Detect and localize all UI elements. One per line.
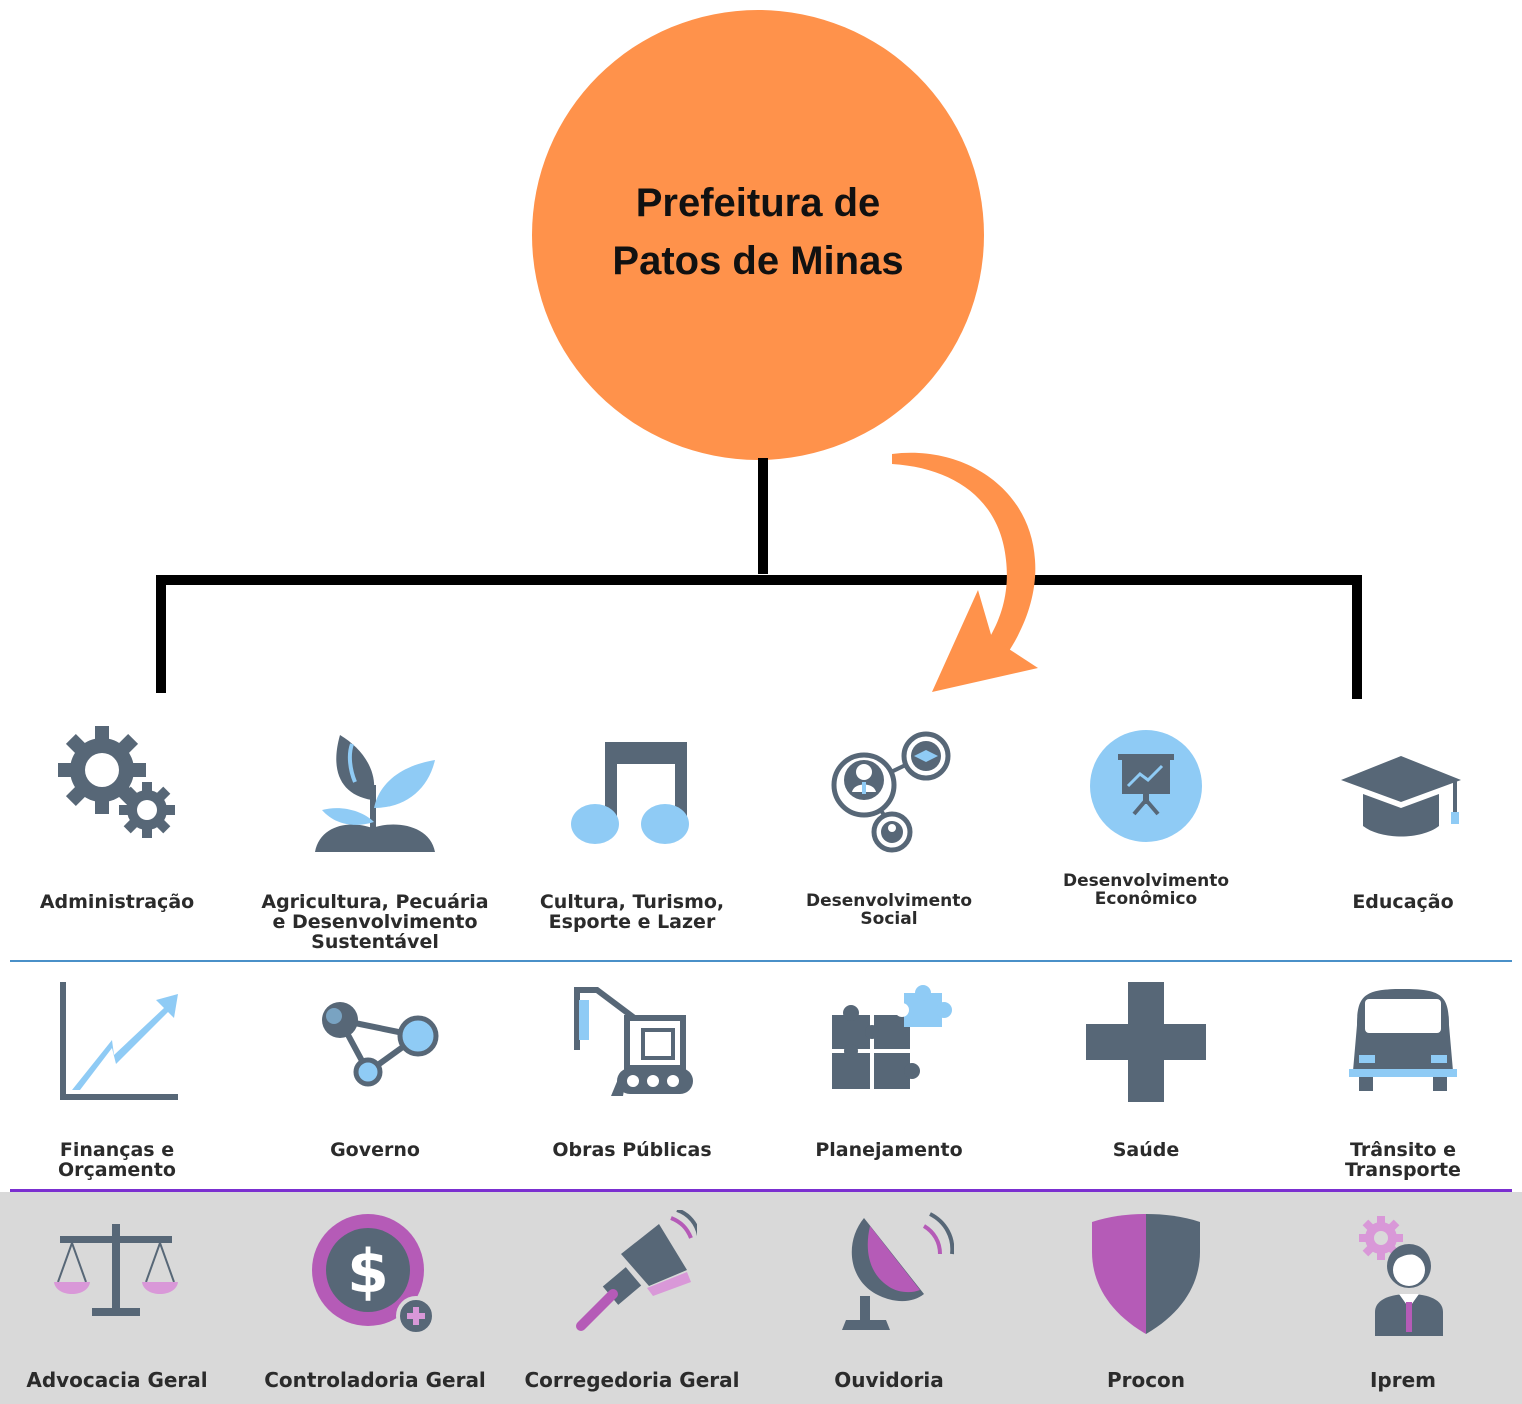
node-label: Trânsito e Transporte [1345,1139,1461,1181]
scales-icon [54,1224,178,1316]
nodes-icon [322,1002,439,1087]
plant-icon [315,735,435,852]
node-label: Finanças e Orçamento [58,1139,176,1181]
row-separator-purple [10,1189,1512,1192]
root-node-circle: Prefeitura de Patos de Minas [532,10,984,460]
node-label: Advocacia Geral [26,1368,208,1392]
megaphone-icon [576,1210,697,1331]
node-label: Ouvidoria [834,1368,944,1392]
music-note-icon [571,742,689,844]
node-label: Controladoria Geral [264,1368,486,1392]
node-label: Agricultura, Pecuária e Desenvolvimento … [261,891,489,953]
connector-vertical-trunk [758,458,768,574]
svg-text:$: $ [347,1237,389,1307]
node-label: Educação [1352,891,1454,913]
shield-icon [1092,1214,1200,1334]
connector-right-drop [1352,575,1362,699]
graduation-cap-icon [1341,756,1461,837]
curved-arrow-icon [892,452,1038,692]
person-gear-icon [1359,1216,1443,1336]
node-label: Saúde [1112,1139,1180,1161]
dollar-coin-icon: $ [312,1214,436,1336]
root-node-title: Prefeitura de Patos de Minas [612,181,904,283]
growth-chart-icon [60,982,178,1100]
presentation-chart-icon [1090,730,1202,842]
puzzle-icon [832,985,952,1089]
social-network-icon [831,731,951,853]
node-label: Planejamento [815,1139,963,1161]
bottom-band [0,1192,1522,1404]
node-label: Desenvolvimento Econômico [1062,871,1230,909]
node-label: Cultura, Turismo, Esporte e Lazer [539,891,725,933]
connector-left-drop [156,575,166,693]
node-label: Corregedoria Geral [524,1368,740,1392]
node-label: Administração [39,891,195,913]
medical-cross-icon [1086,982,1206,1102]
satellite-dish-icon [842,1212,954,1330]
car-icon [1349,989,1457,1091]
row-separator-blue [10,960,1512,962]
node-label: Desenvolvimento Social [805,891,973,929]
gears-icon [58,726,175,838]
node-label: Procon [1106,1368,1186,1392]
excavator-icon [574,987,693,1096]
node-label: Obras Públicas [552,1139,712,1161]
node-label: Iprem [1369,1368,1437,1392]
node-label: Governo [330,1139,420,1161]
connector-horizontal-bar [156,575,1362,585]
